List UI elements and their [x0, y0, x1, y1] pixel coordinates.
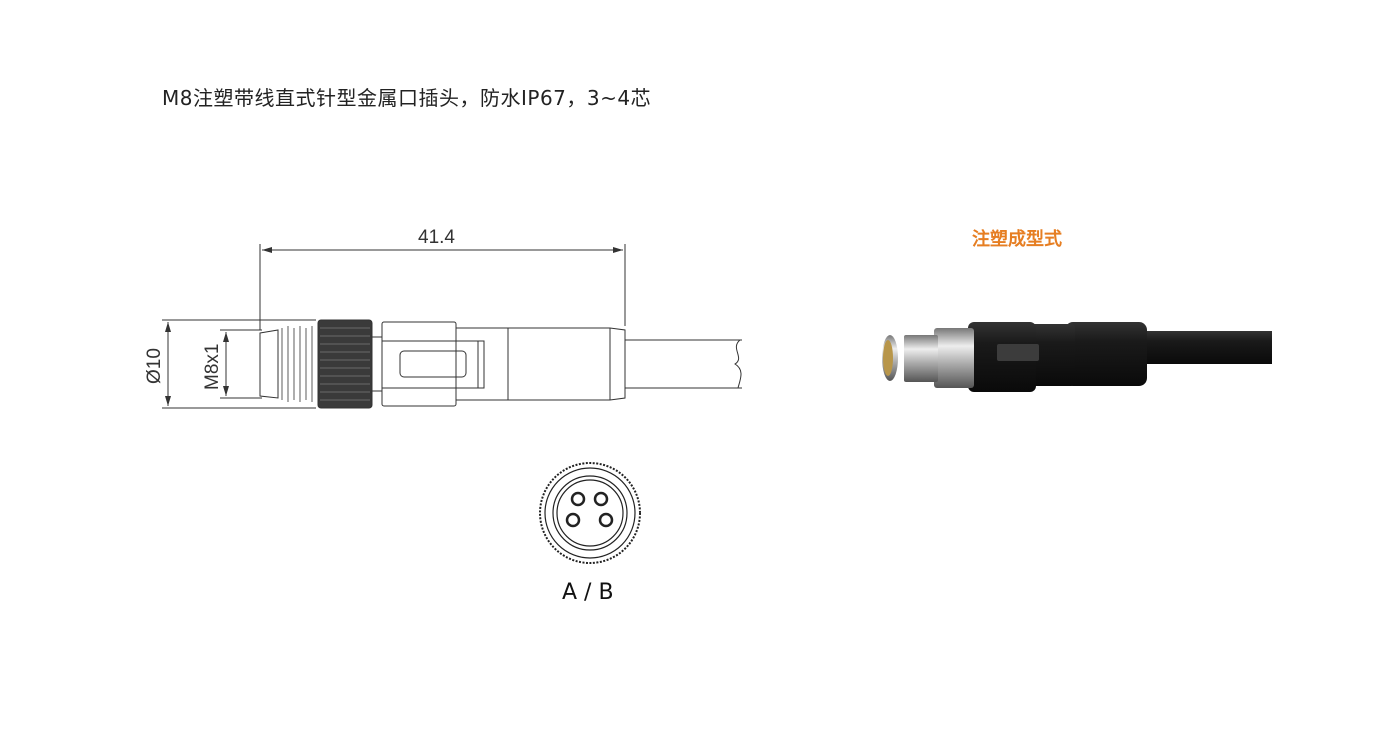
side-view — [162, 244, 742, 409]
diameter-dimension: Ø10 — [144, 348, 165, 384]
product-photo — [882, 322, 1272, 392]
pin-1 — [570, 491, 586, 507]
pin-3 — [565, 512, 581, 528]
pin-4 — [598, 512, 614, 528]
pin-2 — [593, 491, 609, 507]
pin-layout-label: A / B — [562, 580, 614, 605]
front-view — [539, 462, 641, 564]
photo-label: 注塑成型式 — [972, 229, 1062, 250]
length-dimension: 41.4 — [418, 227, 455, 248]
thread-dimension: M8x1 — [202, 344, 223, 390]
page-title: M8注塑带线直式针型金属口插头，防水IP67，3~4芯 — [162, 86, 652, 110]
